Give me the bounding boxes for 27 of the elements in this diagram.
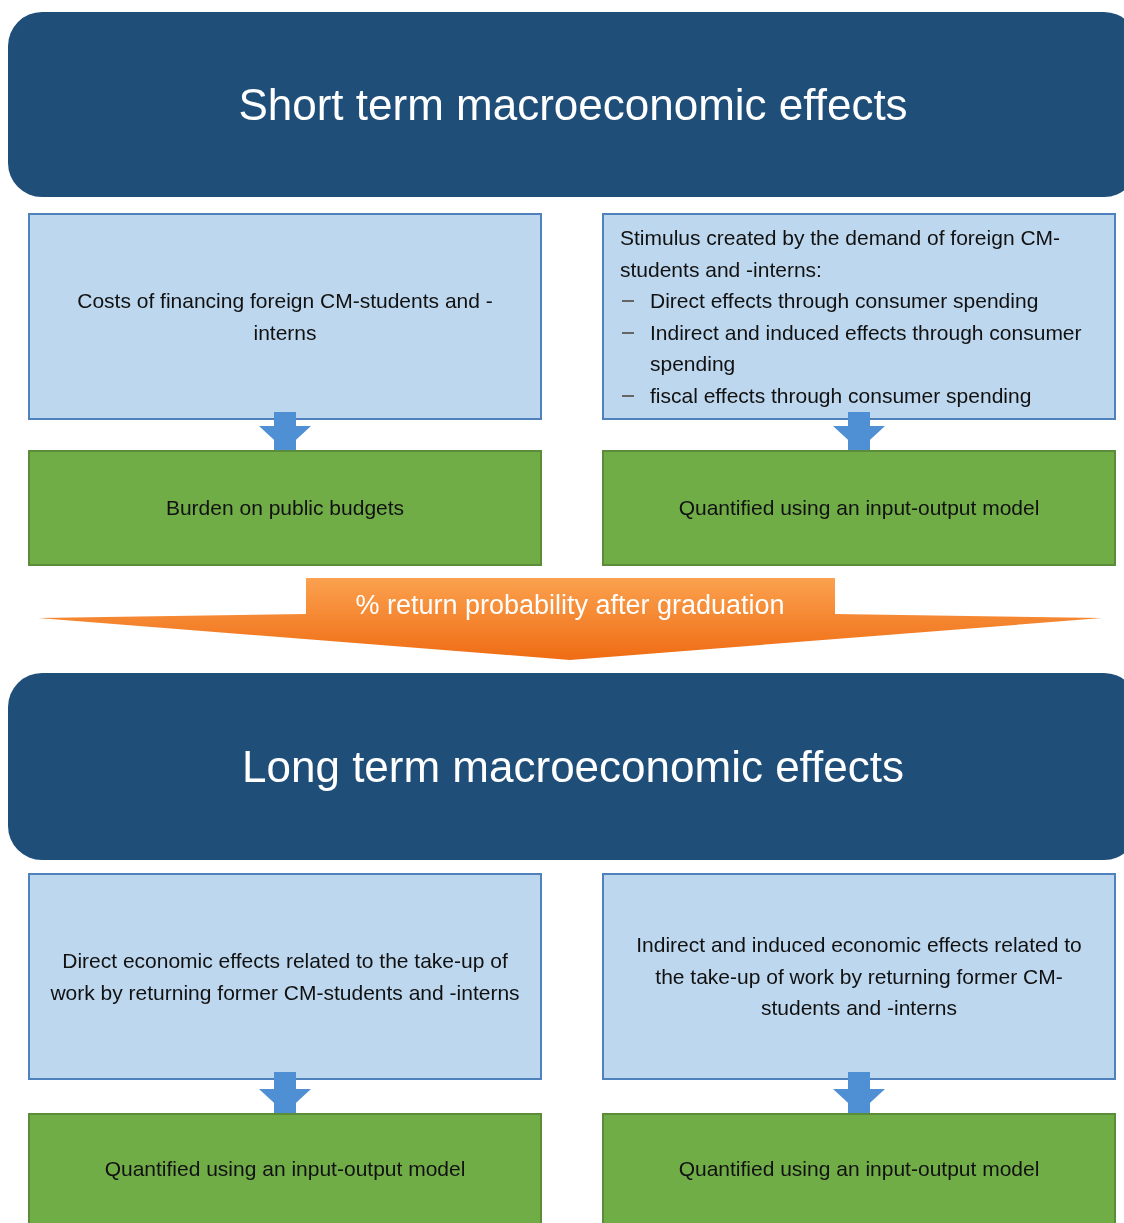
box-text: Quantified using an input-output model (104, 1157, 466, 1181)
box-text: Costs of financing foreign CM-students and -interns (76, 288, 494, 346)
effect-box (602, 213, 1116, 420)
effect-box (28, 873, 542, 1080)
down-arrow (259, 412, 311, 450)
box-text: Quantified using an input-output model (678, 496, 1040, 520)
header-title: Long term macroeconomic effects (242, 741, 904, 792)
down-arrow (833, 1072, 885, 1113)
result-box (602, 1113, 1116, 1223)
bullet-item: fiscal effects through consumer spending (620, 379, 1032, 411)
bullet-item: Direct effects through consumer spending (620, 285, 1039, 317)
box-text: Stimulus created by the demand of foreign CM-students and -interns: (620, 225, 1062, 283)
box-text: Direct economic effects related to the take-up of work by returning former CM-students and -interns (49, 948, 521, 1006)
section-header (8, 12, 1124, 197)
box-text: Quantified using an input-output model (678, 1157, 1040, 1181)
result-box (602, 450, 1116, 566)
arrow-label: % return probability after graduation (355, 590, 785, 621)
effect-box (28, 213, 542, 420)
result-box (28, 1113, 542, 1223)
box-text: Burden on public budgets (165, 496, 405, 520)
down-arrow (259, 1072, 311, 1113)
section-header (8, 673, 1124, 860)
effect-box (602, 873, 1116, 1080)
box-text: Indirect and induced economic effects related to the take-up of work by returning former CM-students and -interns (635, 932, 1083, 1022)
header-title: Short term macroeconomic effects (238, 79, 908, 130)
result-box (28, 450, 542, 566)
down-arrow (833, 412, 885, 450)
